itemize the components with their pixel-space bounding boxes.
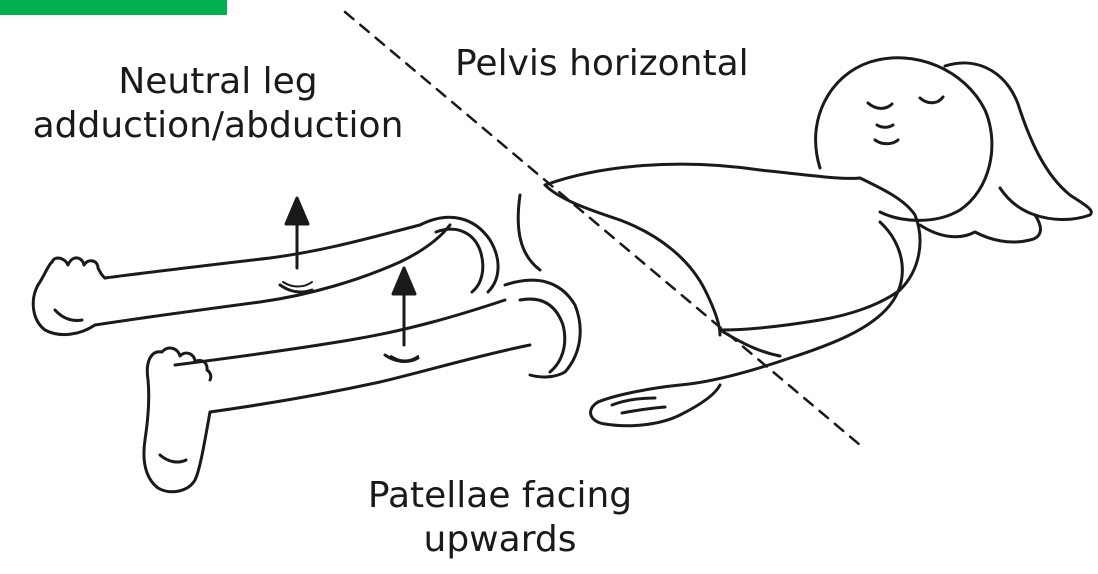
- label-pelvis-horizontal: Pelvis horizontal: [455, 42, 749, 86]
- far-leg: [33, 225, 450, 335]
- label-neutral-line1: Neutral leg: [8, 60, 428, 104]
- knee-arrow-far: [283, 198, 312, 287]
- child-torso: [545, 164, 920, 330]
- label-pelvis-text: Pelvis horizontal: [455, 42, 749, 86]
- label-patellae-line2: upwards: [340, 518, 660, 562]
- child-head: [816, 58, 1092, 242]
- child-shorts: [420, 185, 720, 377]
- near-leg: [144, 300, 530, 492]
- label-neutral-line2: adduction/abduction: [8, 104, 428, 148]
- label-patellae-facing: Patellae facing upwards: [340, 474, 660, 562]
- label-neutral-leg: Neutral leg adduction/abduction: [8, 60, 428, 148]
- label-patellae-line1: Patellae facing: [340, 474, 660, 518]
- child-arm: [591, 222, 903, 426]
- knee-arrow-near: [391, 268, 418, 361]
